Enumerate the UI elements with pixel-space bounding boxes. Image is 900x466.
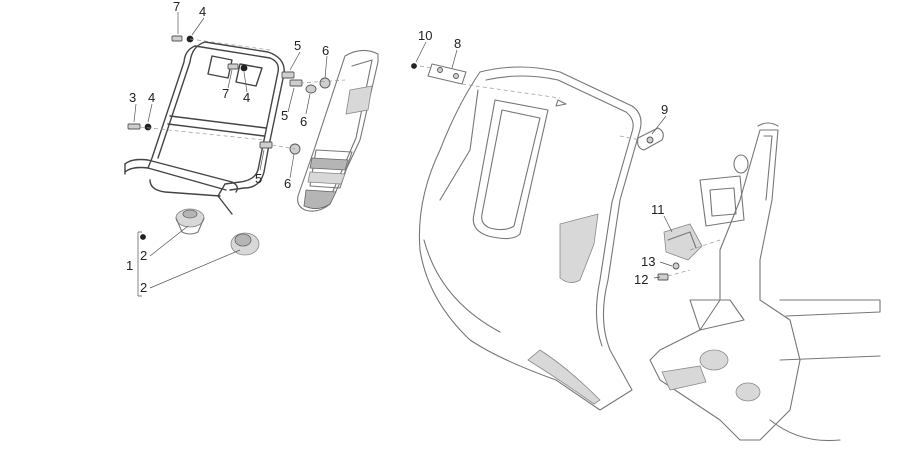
callout-5-mid: 5 — [281, 108, 288, 123]
shield-clip — [637, 127, 664, 151]
callout-12: 12 — [634, 272, 648, 287]
assembly-guides — [139, 38, 721, 277]
rack-hardware — [127, 35, 248, 240]
hole-icon — [437, 67, 443, 73]
callout-5-top: 5 — [294, 38, 301, 53]
callout-4-top: 4 — [199, 4, 206, 19]
mount-bracket — [657, 223, 703, 281]
callout-6-top: 6 — [322, 43, 329, 58]
callout-11: 11 — [651, 202, 665, 217]
screw-icon — [259, 141, 273, 149]
front-luggage-rack — [124, 41, 285, 215]
hole-icon — [453, 73, 459, 79]
callout-4-left: 4 — [148, 90, 155, 105]
callout-1: 1 — [126, 258, 133, 273]
callout-8: 8 — [454, 36, 461, 51]
callout-7-mid: 7 — [222, 86, 229, 101]
nut-icon — [144, 123, 152, 131]
washer-icon — [305, 84, 317, 94]
horn-cover — [297, 49, 379, 212]
washer-icon — [672, 262, 680, 270]
screws-and-washers — [259, 71, 331, 155]
screw-icon — [281, 71, 295, 79]
nut-icon — [240, 64, 248, 72]
callout-6-bottom: 6 — [284, 176, 291, 191]
callout-6-mid: 6 — [300, 114, 307, 129]
horn-bracket — [411, 63, 467, 85]
callout-2-lower: 2 — [140, 280, 147, 295]
nut-icon — [140, 234, 146, 240]
callout-labels: 7 4 5 6 10 8 3 4 7 4 5 6 9 5 6 11 1 2 2 … — [126, 0, 668, 295]
washer-icon — [319, 77, 331, 89]
callout-9: 9 — [661, 102, 668, 117]
bolt-icon — [127, 123, 141, 130]
rubber-foot-lower — [230, 232, 260, 256]
callout-5-bottom: 5 — [255, 171, 262, 186]
scooter-frame — [649, 122, 881, 442]
callout-4-mid: 4 — [243, 90, 250, 105]
callout-2-upper: 2 — [140, 248, 147, 263]
callout-3: 3 — [129, 90, 136, 105]
front-legshield — [418, 66, 642, 411]
callout-13: 13 — [641, 254, 655, 269]
nut-icon — [411, 63, 417, 69]
callout-7-top: 7 — [173, 0, 180, 14]
callout-10: 10 — [418, 28, 432, 43]
bolt-icon — [227, 63, 239, 70]
rubber-foot-upper — [175, 208, 205, 235]
leader-lines — [133, 12, 673, 297]
bolt-icon — [171, 35, 183, 42]
hole-icon — [646, 136, 654, 144]
